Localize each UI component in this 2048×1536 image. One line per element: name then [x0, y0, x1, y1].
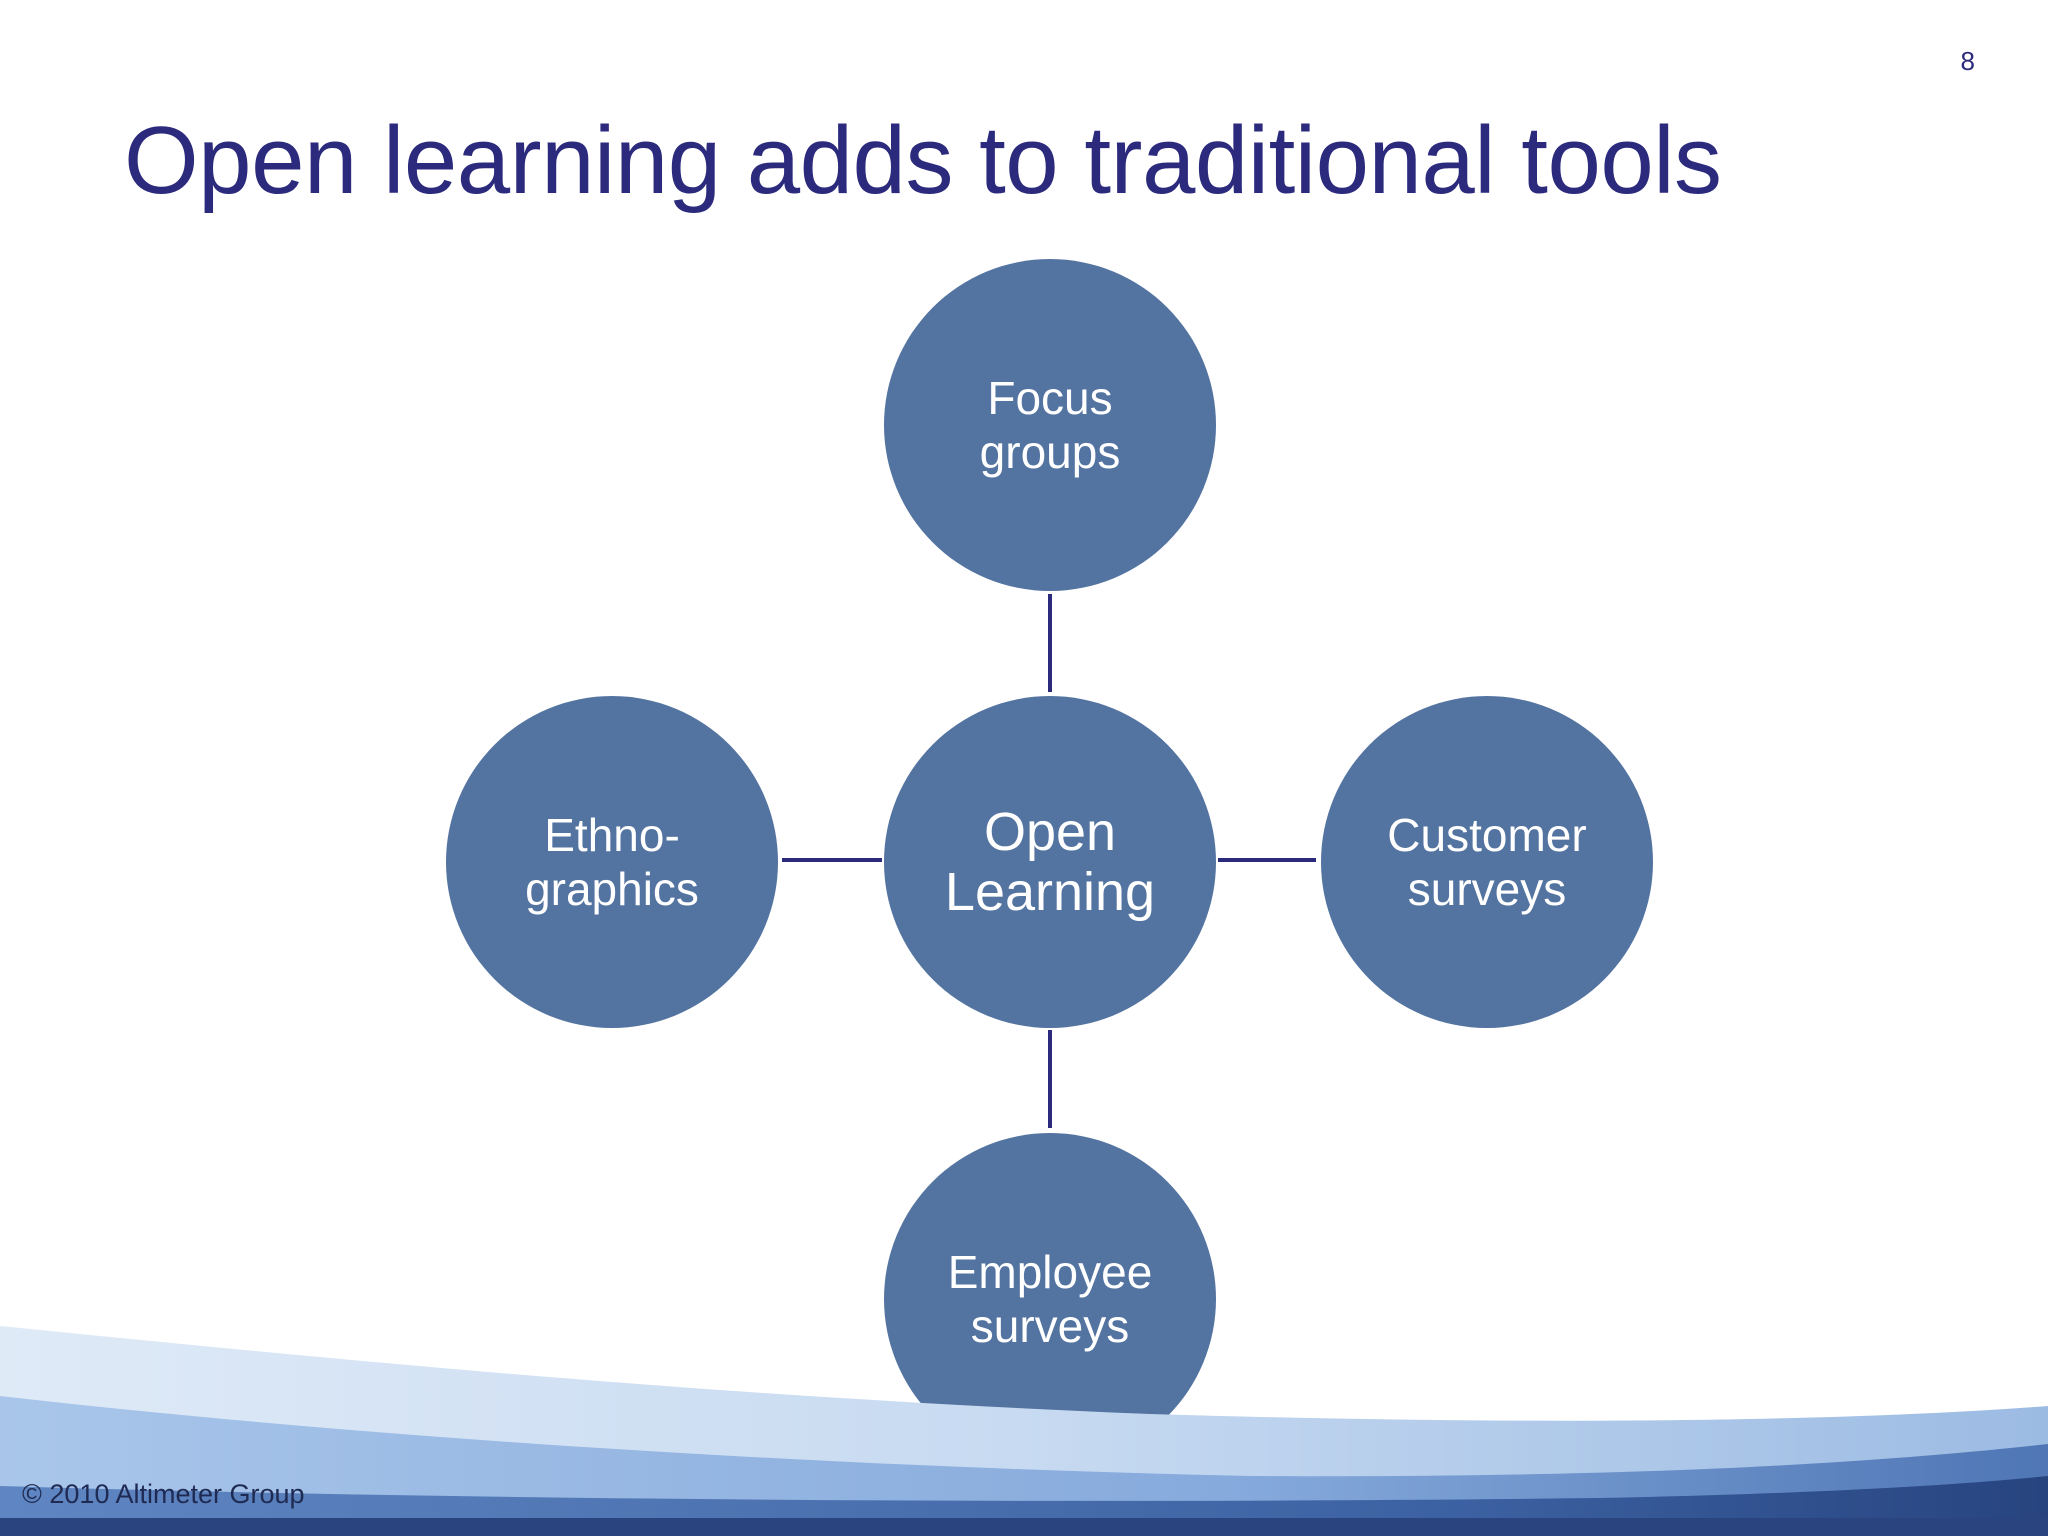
node-customer-surveys: Customer surveys: [1321, 696, 1653, 1028]
connector-right: [1218, 858, 1316, 862]
node-focus-groups: Focus groups: [884, 259, 1216, 591]
copyright-text: © 2010 Altimeter Group: [22, 1479, 305, 1509]
node-label: Focus groups: [979, 372, 1121, 478]
node-open-learning: Open Learning: [884, 696, 1216, 1028]
footer-wave: [0, 1326, 2048, 1536]
node-label: Employee surveys: [947, 1246, 1153, 1352]
connector-bottom: [1048, 1030, 1052, 1128]
node-label: Ethno- graphics: [525, 809, 699, 915]
connector-left: [782, 858, 882, 862]
page-number: 8: [1960, 46, 1975, 76]
node-label: Customer surveys: [1387, 809, 1587, 915]
node-label: Open Learning: [944, 802, 1156, 922]
slide-title: Open learning adds to traditional tools: [124, 107, 1722, 214]
node-ethnographics: Ethno- graphics: [446, 696, 778, 1028]
connector-top: [1048, 594, 1052, 692]
